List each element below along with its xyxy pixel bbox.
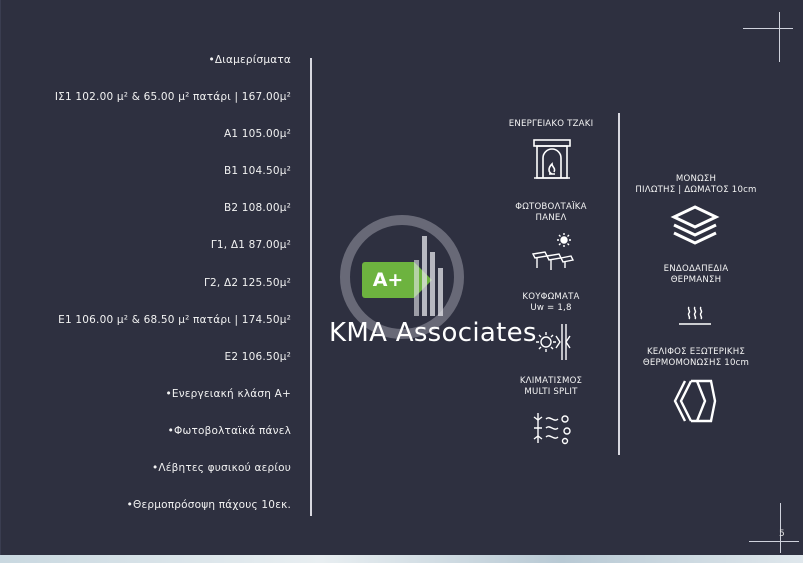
feature-label-insulation: ΜΟΝΩΣΗ ΠΙΛΩΤΗΣ | ΔΩΜΑΤΟΣ 10cm (635, 174, 757, 195)
feature-label-solar: ΦΩΤΟΒΟΛΤΑΪΚΑ ΠΑΝΕΛ (515, 202, 587, 223)
window-frame-icon (532, 322, 574, 362)
crop-mark-bottom-right-v (780, 503, 781, 553)
crop-mark-top-right-v (779, 12, 780, 62)
list-item: ΙΣ1 102.00 μ² & 65.00 μ² πατάρι | 167.00… (54, 91, 291, 104)
list-item: Γ2, Δ2 125.50μ² (203, 276, 291, 289)
solar-panel-icon (529, 232, 575, 272)
list-item: •Διαμερίσματα (208, 54, 291, 66)
divider-left (310, 58, 312, 516)
list-item: Α1 105.00μ² (223, 128, 291, 141)
air-conditioning-icon (532, 409, 574, 447)
fireplace-icon (532, 138, 572, 180)
energy-class-badge: A+ (362, 262, 414, 298)
crop-mark-top-right-h (743, 28, 793, 29)
watermark-ring (340, 215, 464, 339)
bottom-strip (0, 555, 803, 563)
insulation-layers-icon (670, 204, 720, 248)
feature-label-facade: ΚΕΛΙΦΟΣ ΕΞΩΤΕΡΙΚΗΣ ΘΕΡΜΟΜΟΝΩΣΗΣ 10cm (642, 347, 750, 368)
list-item: Β1 104.50μ² (223, 165, 291, 178)
divider-right (618, 113, 620, 455)
feature-label-windows: ΚΟΥΦΩΜΑΤΑ Uw = 1,8 (522, 292, 580, 313)
list-item: Ε1 106.00 μ² & 68.50 μ² πατάρι | 174.50μ… (58, 313, 291, 326)
list-item: •Ενεργειακή κλάση Α+ (165, 387, 291, 400)
page-number: 5 (779, 529, 785, 539)
underfloor-heating-icon (677, 303, 713, 327)
feature-label-ac: ΚΛΙΜΑΤΙΣΜΟΣ MULTI SPLIT (519, 376, 583, 397)
building-bars-icon (406, 230, 452, 316)
list-item: •Λέβητες φυσικού αερίου (151, 462, 291, 475)
list-item: Ε2 106.50μ² (224, 350, 291, 363)
list-item: Γ1, Δ1 87.00μ² (210, 239, 291, 252)
thermal-facade-icon (671, 378, 719, 424)
feature-label-fireplace: ΕΝΕΡΓΕΙΑΚΟ ΤΖΑΚΙ (508, 119, 594, 129)
crop-mark-bottom-right-h (749, 541, 799, 542)
feature-label-floor-heating: ΕΝΔΟΔΑΠΕΔΙΑ ΘΕΡΜΑΝΣΗ (663, 264, 729, 285)
list-item: •Θερμοπρόσοψη πάχους 10εκ. (126, 499, 291, 512)
apartment-list: •Διαμερίσματα ΙΣ1 102.00 μ² & 65.00 μ² π… (1, 52, 291, 534)
list-item: •Φωτοβολταϊκά πάνελ (167, 424, 291, 437)
brand-name: KMA Associates (329, 318, 537, 348)
list-item: Β2 108.00μ² (223, 202, 291, 215)
